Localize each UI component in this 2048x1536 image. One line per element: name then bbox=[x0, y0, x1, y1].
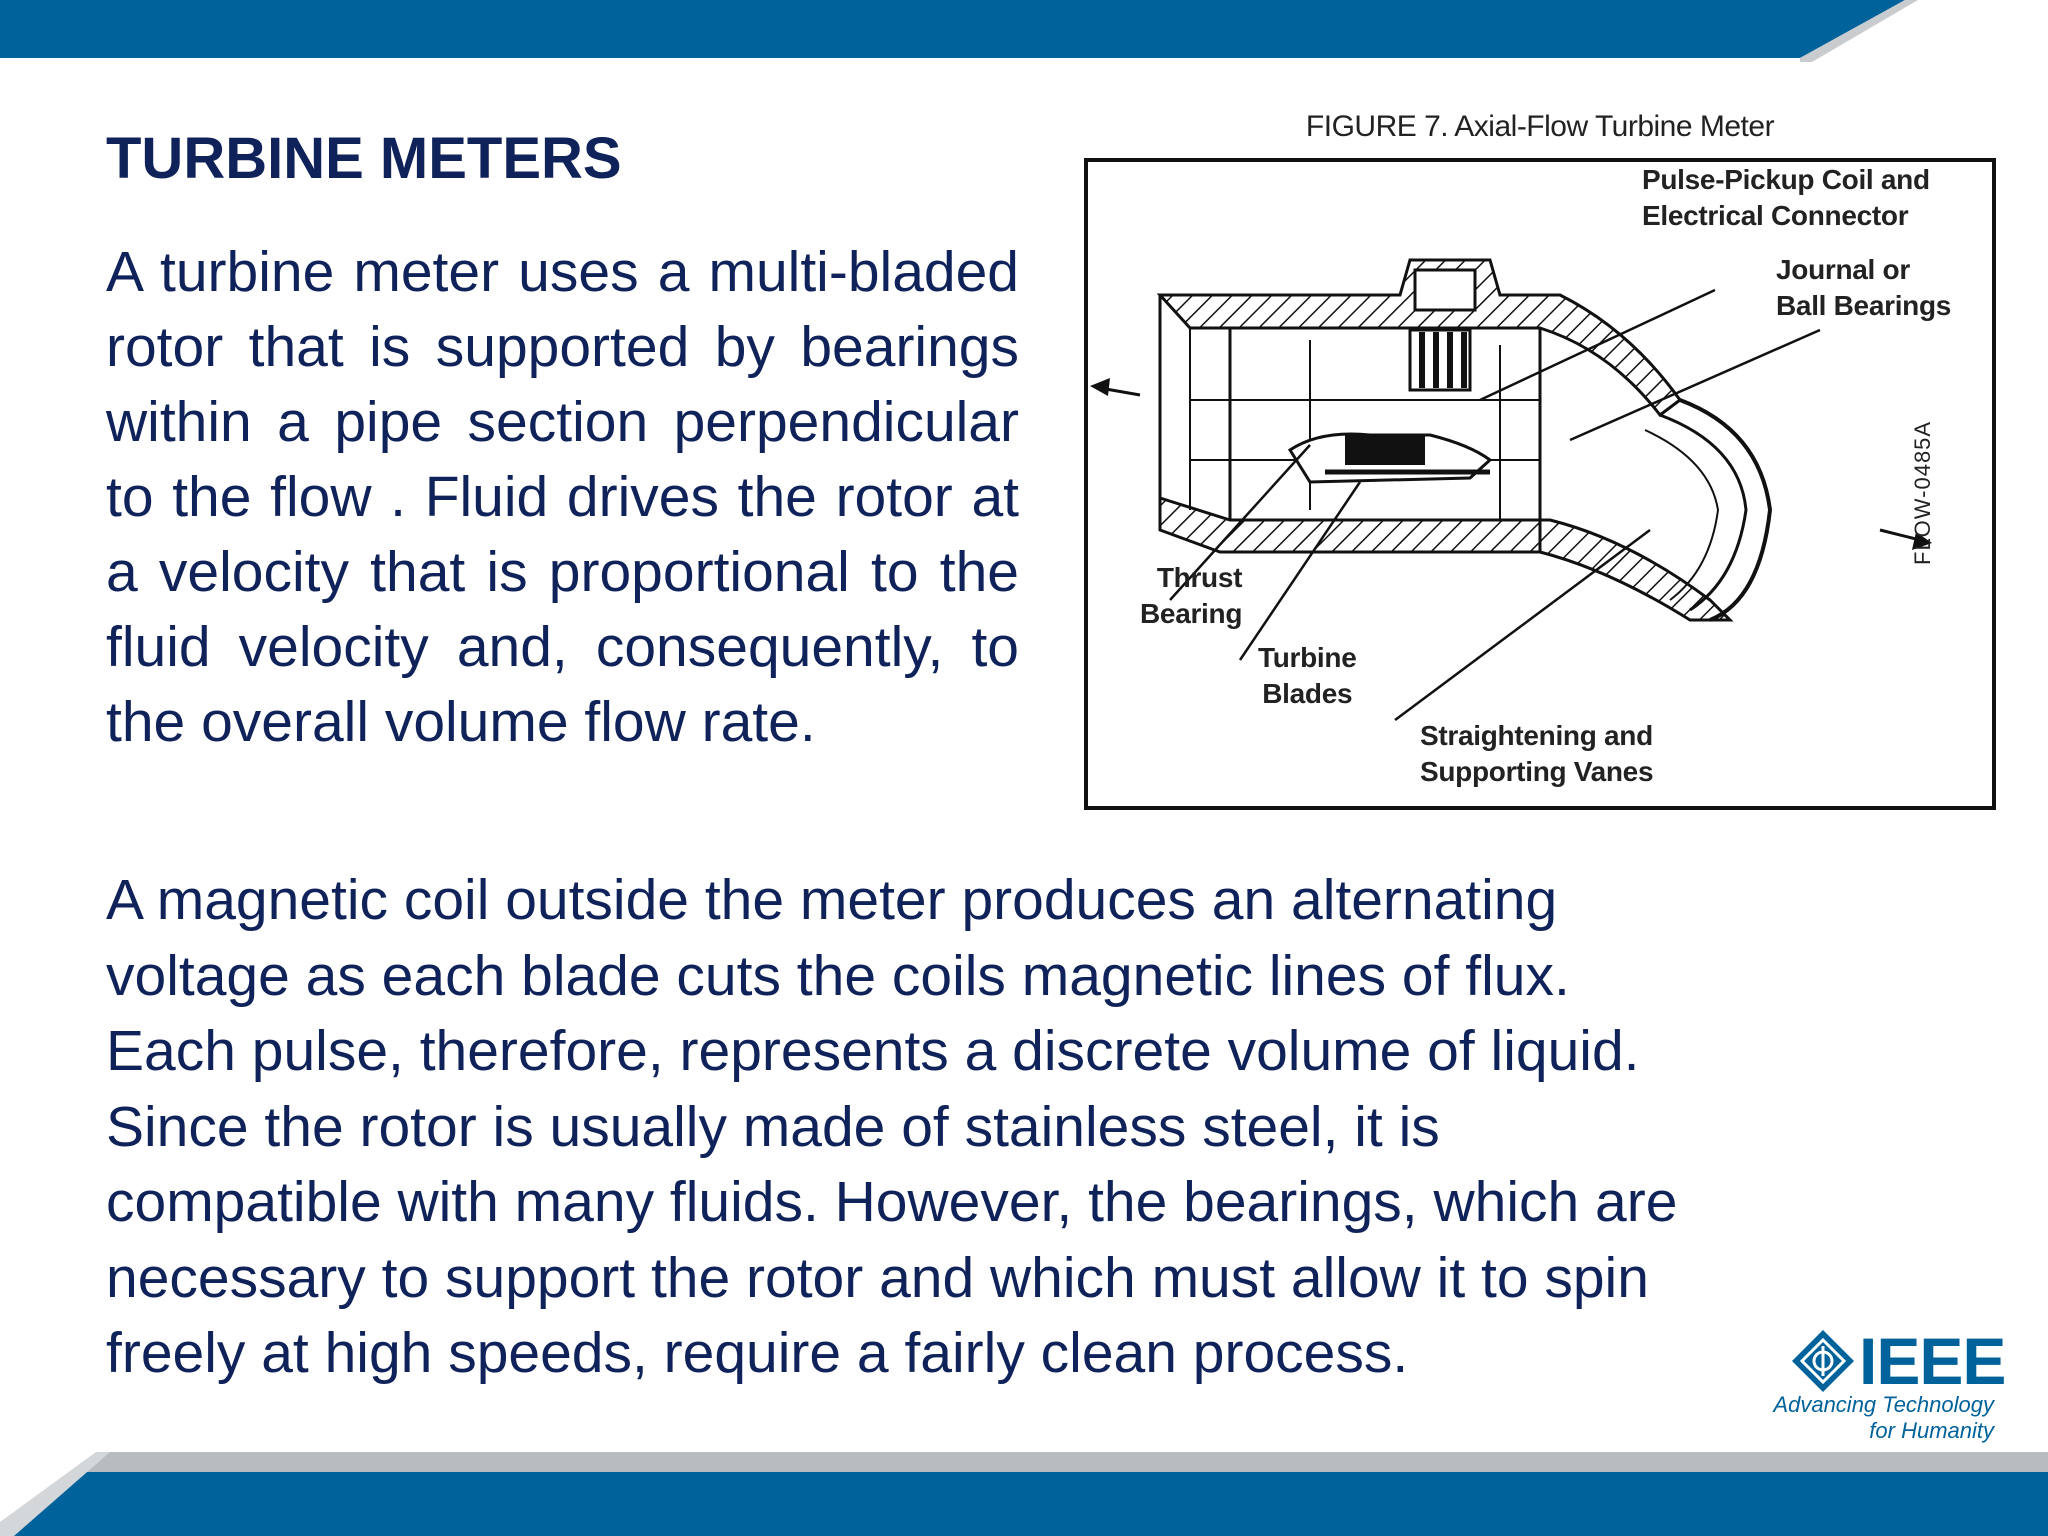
tagline-line: Advancing Technology bbox=[1773, 1392, 1994, 1417]
paragraph-line: freely at high speeds, require a fairly … bbox=[106, 1321, 1409, 1385]
callout-line: Turbine bbox=[1258, 642, 1357, 673]
callout-line: Electrical Connector bbox=[1642, 200, 1909, 231]
ieee-tagline: Advancing Technology for Humanity bbox=[1773, 1392, 1994, 1444]
paragraph-line: compatible with many fluids. However, th… bbox=[106, 1170, 1678, 1234]
figure-frame bbox=[1084, 158, 1996, 810]
callout-line: Pulse-Pickup Coil and bbox=[1642, 164, 1930, 195]
figure-caption: FIGURE 7. Axial-Flow Turbine Meter bbox=[1305, 110, 1775, 143]
figure-code: FLOW-0485A bbox=[1910, 420, 1935, 565]
callout-line: Ball Bearings bbox=[1776, 290, 1952, 321]
tagline-line: for Humanity bbox=[1869, 1418, 1994, 1443]
callout-line: Bearing bbox=[1140, 598, 1243, 629]
callout-line: Supporting Vanes bbox=[1420, 756, 1654, 787]
paragraph-line: Since the rotor is usually made of stain… bbox=[106, 1094, 1440, 1159]
paragraph-line: Each pulse, therefore, represents a disc… bbox=[106, 1019, 1640, 1083]
callout-line: Thrust bbox=[1156, 562, 1243, 593]
paragraph-line: A magnetic coil outside the meter produc… bbox=[106, 868, 1558, 932]
turbine-meter-diagram bbox=[1090, 258, 1932, 722]
callout-line: Blades bbox=[1262, 678, 1353, 709]
callout-line: Journal or bbox=[1776, 254, 1910, 285]
callout-line: Straightening and bbox=[1420, 720, 1653, 751]
callout-straightening-vanes: Straightening and Supporting Vanes bbox=[1420, 718, 1654, 790]
slide-title: TURBINE METERS bbox=[106, 126, 622, 191]
callout-journal-bearings: Journal or Ball Bearings bbox=[1776, 252, 1951, 324]
paragraph-magnetic-coil: A magnetic coil outside the meter produc… bbox=[106, 863, 1906, 1392]
callout-thrust-bearing: Thrust Bearing bbox=[1140, 560, 1242, 632]
ieee-diamond-icon bbox=[1792, 1330, 1854, 1392]
ieee-wordmark: IEEE bbox=[1859, 1324, 2006, 1398]
callout-turbine-blades: Turbine Blades bbox=[1258, 640, 1357, 712]
turbine-meter-figure: FIGURE 7. Axial-Flow Turbine Meter bbox=[1070, 100, 2010, 840]
paragraph-line: voltage as each blade cuts the coils mag… bbox=[106, 943, 1570, 1008]
callout-pulse-pickup-coil: Pulse-Pickup Coil and Electrical Connect… bbox=[1642, 162, 1930, 234]
top-header-band bbox=[0, 0, 1918, 62]
paragraph-intro: A turbine meter uses a multi-bladed roto… bbox=[106, 240, 1019, 754]
paragraph-line: necessary to support the rotor and which… bbox=[106, 1245, 1649, 1310]
bottom-footer-band bbox=[0, 1452, 2048, 1536]
ieee-logo: IEEE Advancing Technology for Humanity bbox=[1773, 1322, 2006, 1443]
